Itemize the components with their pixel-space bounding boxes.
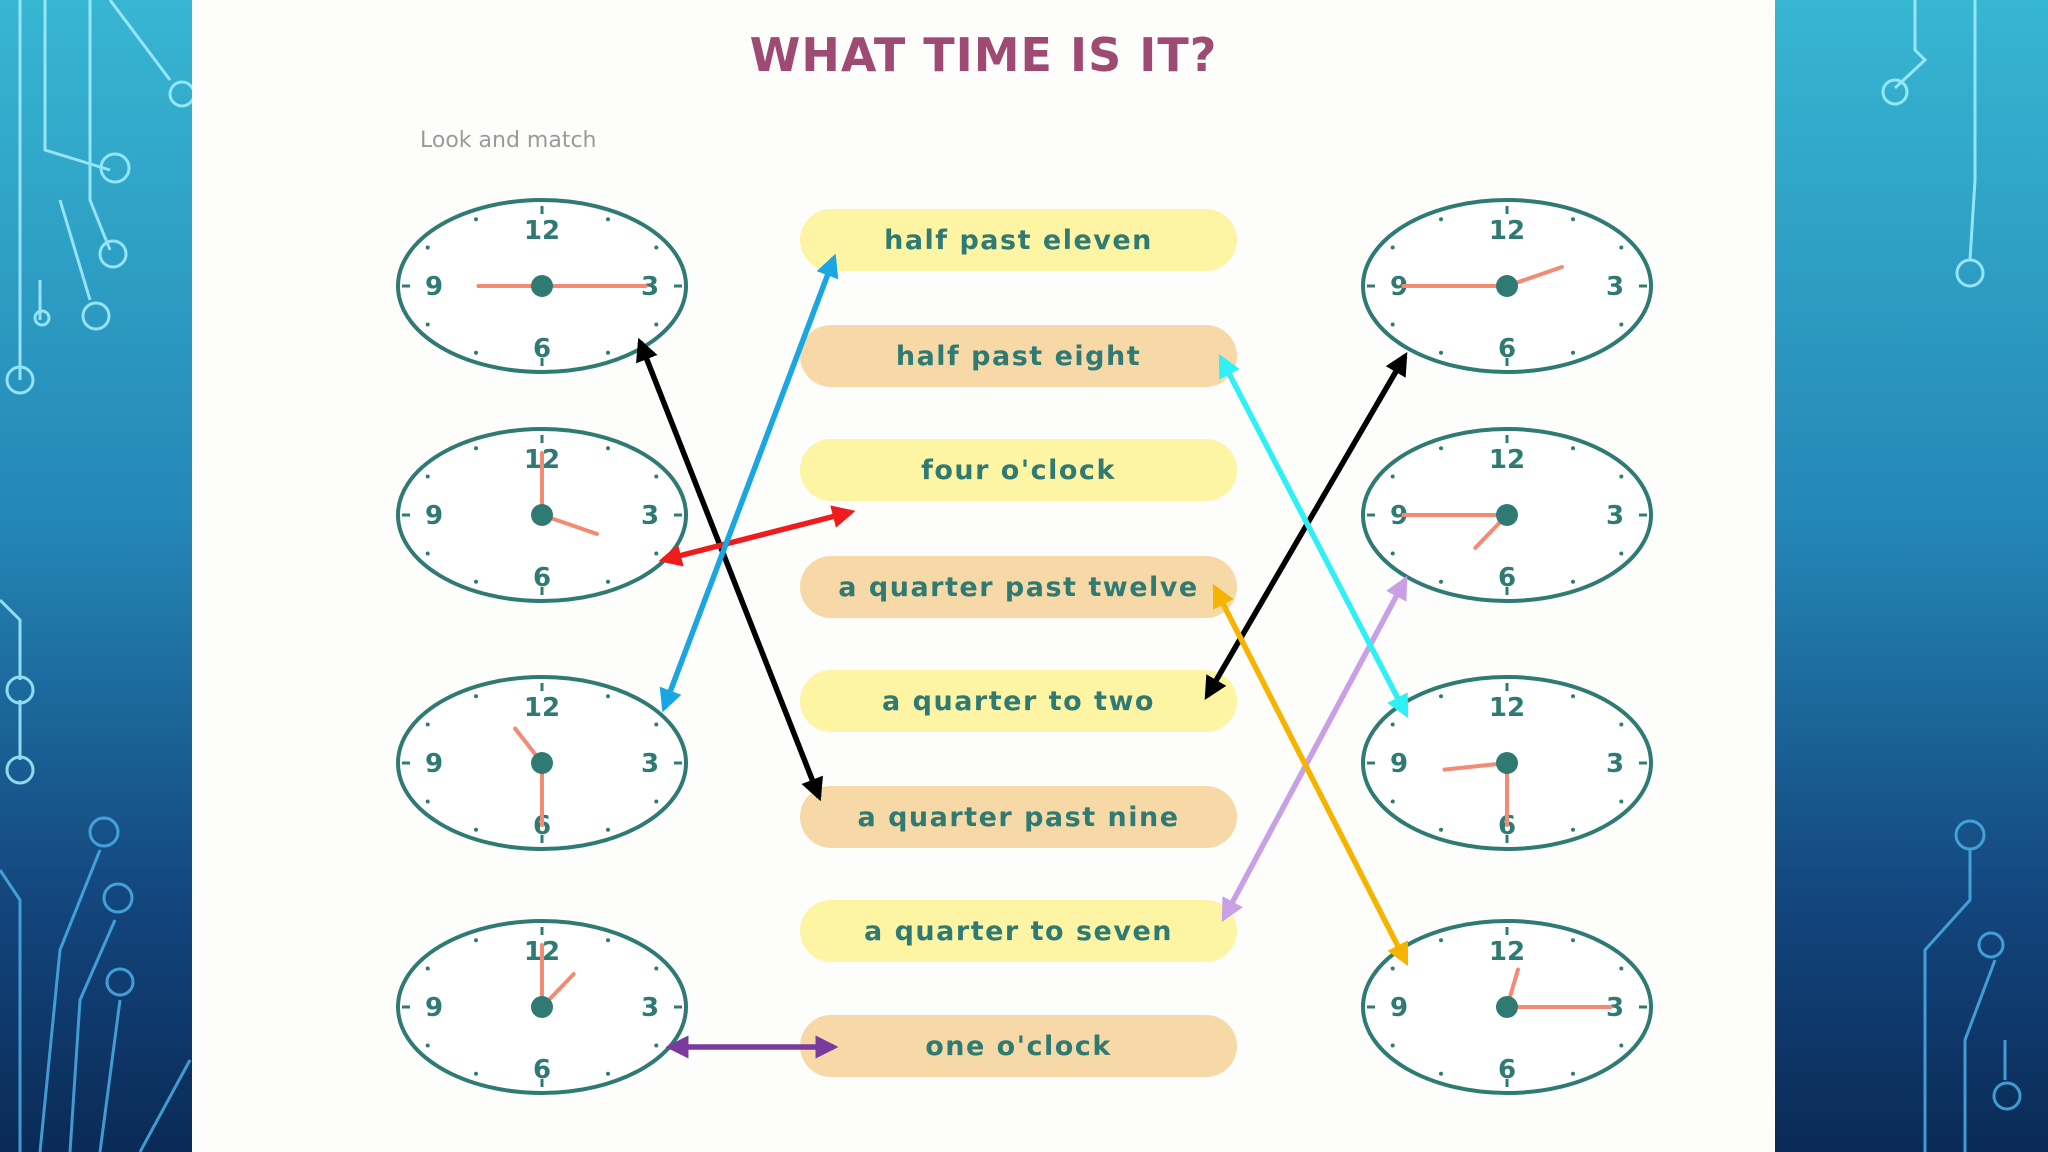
instruction-text: Look and match	[420, 128, 597, 153]
label-text: four o'clock	[921, 454, 1116, 486]
clock-number: 6	[533, 334, 551, 364]
clock-number: 9	[1390, 749, 1408, 779]
label-half-past-eight[interactable]: half past eight	[800, 325, 1237, 387]
clock-number: 6	[1498, 1055, 1516, 1085]
circuit-pattern-left	[0, 0, 192, 1152]
circuit-pattern-right	[1881, 0, 2022, 1152]
clock-number: 12	[1489, 937, 1525, 967]
label-text: a quarter past twelve	[838, 571, 1199, 603]
clock-number: 3	[1606, 749, 1624, 779]
clock-l1[interactable]: 12 3 6 9	[392, 196, 692, 376]
page-title: WHAT TIME IS IT?	[749, 28, 1218, 82]
label-one-oclock[interactable]: one o'clock	[800, 1015, 1237, 1077]
label-text: one o'clock	[925, 1030, 1112, 1062]
clock-number: 3	[641, 749, 659, 779]
clock-number: 3	[1606, 501, 1624, 531]
label-a-quarter-past-twelve[interactable]: a quarter past twelve	[800, 556, 1237, 618]
clock-number: 9	[425, 993, 443, 1023]
clock-number: 9	[425, 501, 443, 531]
clock-number: 3	[1606, 272, 1624, 302]
label-a-quarter-to-seven[interactable]: a quarter to seven	[800, 900, 1237, 962]
label-text: a quarter to two	[882, 685, 1155, 717]
clock-number: 6	[533, 1055, 551, 1085]
clock-number: 3	[641, 993, 659, 1023]
label-text: half past eleven	[884, 224, 1153, 256]
clock-number: 6	[1498, 563, 1516, 593]
clock-number: 6	[533, 563, 551, 593]
label-half-past-eleven[interactable]: half past eleven	[800, 209, 1237, 271]
clock-number: 9	[425, 272, 443, 302]
left-decorative-panel	[0, 0, 192, 1152]
clock-r1[interactable]: 12 3 6 9	[1357, 196, 1657, 376]
label-text: half past eight	[895, 340, 1142, 372]
clock-number: 9	[1390, 272, 1408, 302]
clock-number: 3	[641, 272, 659, 302]
clock-number: 3	[641, 501, 659, 531]
clock-number: 12	[1489, 445, 1525, 475]
clock-number: 12	[1489, 693, 1525, 723]
clock-number: 12	[524, 693, 560, 723]
clock-number: 12	[1489, 216, 1525, 246]
label-text: a quarter to seven	[863, 915, 1173, 947]
label-text: a quarter past nine	[857, 801, 1180, 833]
clock-number: 6	[1498, 334, 1516, 364]
worksheet: WHAT TIME IS IT? Look and match half pas…	[192, 0, 1775, 1152]
label-four-oclock[interactable]: four o'clock	[800, 439, 1237, 501]
clock-r4[interactable]: 12 3 6 9	[1357, 917, 1657, 1097]
clock-number: 3	[1606, 993, 1624, 1023]
label-a-quarter-past-nine[interactable]: a quarter past nine	[800, 786, 1237, 848]
clock-number: 12	[524, 216, 560, 246]
right-decorative-panel	[1775, 0, 2048, 1152]
clock-number: 9	[425, 749, 443, 779]
label-a-quarter-to-two[interactable]: a quarter to two	[800, 670, 1237, 732]
clock-number: 9	[1390, 993, 1408, 1023]
